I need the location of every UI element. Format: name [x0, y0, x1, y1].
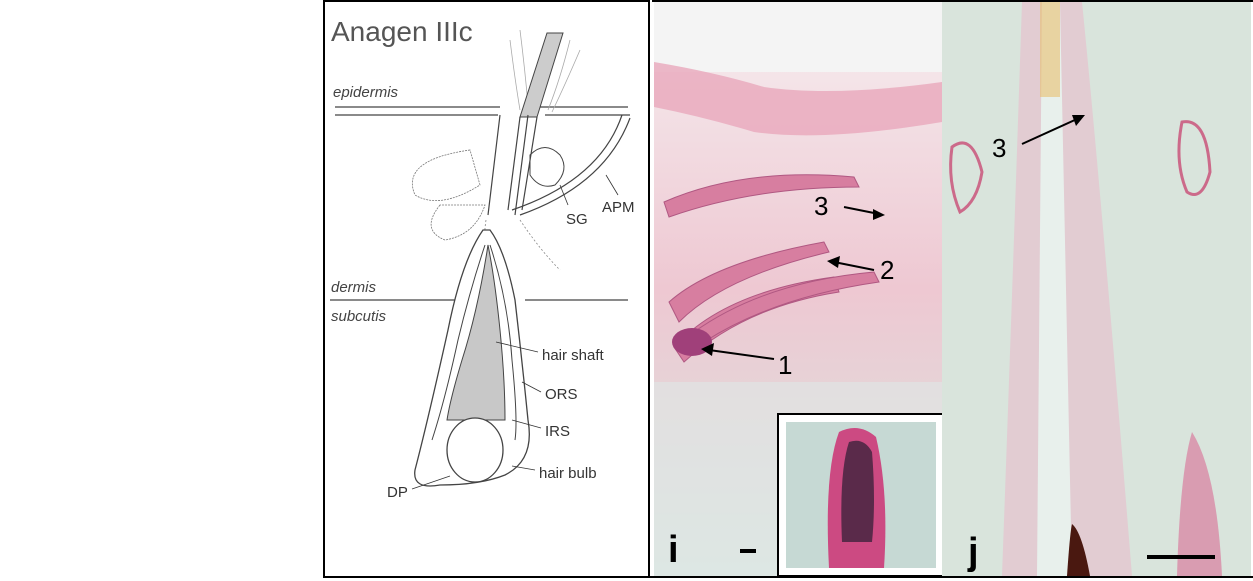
label-apm: APM [602, 199, 635, 216]
label-sg: SG [566, 211, 588, 228]
gland-left [949, 141, 984, 215]
micrograph-frame [652, 0, 1253, 577]
hair-shaft-pointer [495, 341, 539, 353]
dp-pointer [411, 475, 451, 490]
anagen-diagram: Anagen IIIc epidermis dermis subcutis SG… [330, 16, 635, 501]
epidermis-band [654, 62, 942, 136]
blank-area-i [654, 2, 942, 72]
micrograph-panel-i: 3 2 1 i [654, 2, 942, 576]
hair-fibers [509, 29, 581, 113]
panel-letter-i: i [668, 529, 679, 571]
apm-muscle [511, 114, 631, 216]
hair-shaft-cone [446, 244, 506, 421]
arrow-3-j [1021, 115, 1085, 145]
arrow-2-i [827, 256, 875, 271]
follicles-group [663, 174, 880, 363]
label-irs: IRS [545, 423, 570, 440]
panel-letter-j: j [967, 531, 979, 573]
sg-pointer [559, 184, 569, 206]
sebaceous-lobes [412, 149, 486, 241]
arrow-label-3-j: 3 [992, 133, 1006, 163]
sg-cluster [529, 147, 565, 187]
gland-right [1177, 120, 1212, 196]
label-subcutis: subcutis [331, 308, 387, 325]
hair-shaft-rod [519, 32, 564, 118]
frame-bottom-border [323, 576, 1253, 578]
diagram-frame [323, 0, 650, 577]
arrow-label-3-i: 3 [814, 191, 828, 221]
arrow-1-i [701, 343, 775, 360]
hair-canal-j [1037, 2, 1072, 576]
epidermis-line [335, 106, 630, 116]
arrow-label-2-i: 2 [880, 255, 894, 285]
label-hair-bulb: hair bulb [539, 465, 597, 482]
dermal-papilla [446, 417, 504, 483]
irs-pointer [511, 419, 542, 429]
follicle-right-j [1177, 432, 1222, 576]
follicle-column-j [1002, 2, 1132, 576]
ors-pointer [521, 381, 542, 393]
hair-bulb-pointer [511, 465, 536, 471]
shaft-tip-yellow [1040, 2, 1060, 97]
scale-bar-i [740, 549, 756, 553]
label-ors: ORS [545, 386, 578, 403]
scale-bar-j [1147, 555, 1215, 559]
arrow-3-i [843, 206, 885, 220]
micrograph-panel-j: 3 j [942, 2, 1251, 576]
ors-line [431, 244, 517, 441]
follicle-upper [487, 114, 538, 216]
shaft-bottom [1067, 524, 1090, 576]
diagram-title: Anagen IIIc [331, 16, 473, 47]
inset-follicle-core [841, 440, 874, 542]
label-dp: DP [387, 484, 408, 501]
label-epidermis: epidermis [333, 84, 399, 101]
arrow-label-1-i: 1 [778, 350, 792, 380]
label-hair-shaft: hair shaft [542, 347, 605, 364]
label-dermis: dermis [331, 279, 377, 296]
apm-pointer [605, 174, 619, 196]
